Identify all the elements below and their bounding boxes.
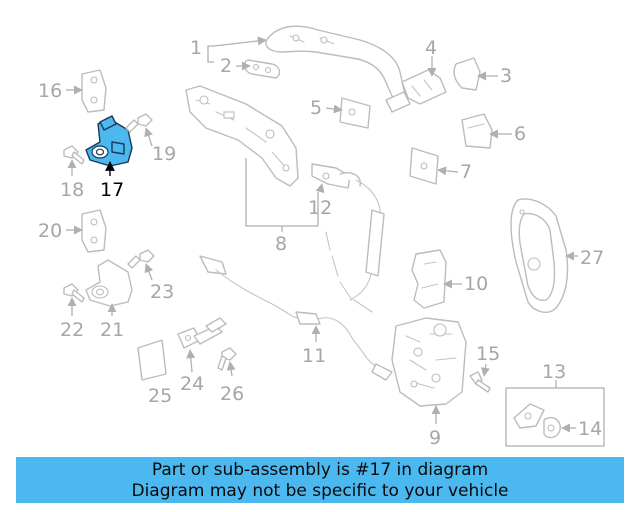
- part-2-handle-cap[interactable]: [243, 59, 281, 79]
- part-20-hinge[interactable]: [81, 209, 107, 253]
- part-1-outside-handle[interactable]: [265, 25, 406, 101]
- callout-13: 13: [542, 361, 566, 383]
- callout-20: 20: [38, 220, 62, 242]
- cable-upper: [325, 179, 385, 313]
- callout-3: 3: [500, 65, 512, 87]
- callout-4: 4: [425, 37, 437, 59]
- part-23-bolt[interactable]: [127, 249, 155, 269]
- part-18-bolt[interactable]: [63, 145, 85, 165]
- part-11-cable[interactable]: [199, 255, 393, 381]
- banner-line-1: Part or sub-assembly is #17 in diagram: [151, 460, 489, 480]
- part-4-lock-cylinder[interactable]: [385, 69, 447, 113]
- callout-24: 24: [180, 373, 204, 395]
- banner-line-2: Diagram may not be specific to your vehi…: [131, 481, 509, 501]
- callout-19: 19: [152, 143, 176, 165]
- part-25-pad[interactable]: [137, 339, 167, 381]
- part-21-door-hinge[interactable]: [85, 259, 133, 307]
- part-5-bracket[interactable]: [339, 97, 371, 129]
- callout-25: 25: [148, 385, 172, 407]
- part-12-cable-end[interactable]: [311, 163, 361, 189]
- part-13-striker-kit[interactable]: [505, 387, 605, 447]
- info-banner: Part or sub-assembly is #17 in diagram D…: [16, 457, 624, 503]
- part-3-cylinder-cap[interactable]: [453, 57, 481, 91]
- callout-1: 1: [190, 37, 202, 59]
- part-19-bolt[interactable]: [125, 113, 153, 133]
- part-24-door-check[interactable]: [177, 317, 227, 349]
- part-9-door-latch[interactable]: [391, 317, 467, 407]
- callout-21: 21: [100, 319, 124, 341]
- part-15-screw[interactable]: [469, 371, 491, 393]
- callout-11: 11: [302, 345, 326, 367]
- callout-5: 5: [310, 97, 322, 119]
- part-7-gasket[interactable]: [409, 147, 439, 185]
- part-6-cover[interactable]: [461, 113, 493, 149]
- callout-15: 15: [476, 343, 500, 365]
- part-27-bezel[interactable]: [510, 198, 569, 313]
- callout-14: 14: [578, 418, 602, 440]
- part-16-hinge[interactable]: [81, 69, 107, 113]
- part-10-bracket[interactable]: [411, 249, 447, 309]
- callout-16: 16: [38, 80, 62, 102]
- callout-23: 23: [150, 281, 174, 303]
- callout-26: 26: [220, 383, 244, 405]
- callout-12: 12: [308, 197, 332, 219]
- callout-8: 8: [275, 233, 287, 255]
- callout-22: 22: [60, 319, 84, 341]
- part-8-handle-frame[interactable]: [185, 85, 299, 187]
- part-17-door-hinge[interactable]: [85, 115, 133, 167]
- callout-17: 17: [100, 179, 124, 201]
- part-22-bolt[interactable]: [63, 283, 85, 303]
- part-26-bolt[interactable]: [217, 347, 237, 371]
- callout-6: 6: [514, 123, 526, 145]
- callout-2: 2: [220, 55, 232, 77]
- callout-27: 27: [580, 247, 604, 269]
- callout-7: 7: [460, 161, 472, 183]
- callout-9: 9: [429, 427, 441, 449]
- callout-10: 10: [464, 273, 488, 295]
- callout-18: 18: [60, 179, 84, 201]
